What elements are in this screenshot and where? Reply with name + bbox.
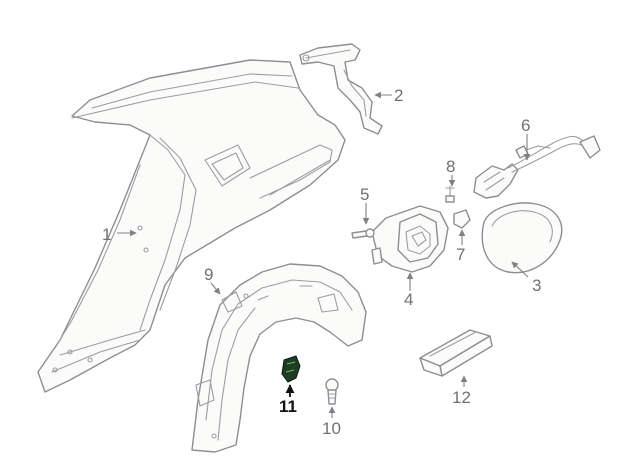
callout-label-3: 3	[532, 276, 541, 295]
callout-label-6: 6	[521, 116, 530, 135]
callout-label-9: 9	[204, 265, 213, 284]
callout-label-12: 12	[452, 388, 471, 407]
fuel-door-part	[481, 202, 563, 274]
leader-lines	[117, 91, 531, 418]
screw-part-5	[351, 228, 375, 239]
callout-label-1: 1	[102, 225, 111, 244]
clip-part-7	[453, 209, 471, 229]
screw-part-10	[325, 378, 339, 405]
callout-label-11: 11	[279, 397, 297, 416]
bolt-part-8	[445, 185, 455, 203]
callout-label-2: 2	[394, 86, 403, 105]
fuel-filler-housing-part	[371, 205, 449, 273]
clip-part-11-highlighted	[281, 355, 301, 383]
callout-label-8: 8	[446, 157, 455, 176]
callout-label-4: 4	[404, 290, 413, 309]
bracket-part	[299, 43, 383, 135]
callout-label-10: 10	[322, 419, 341, 438]
wheel-house-liner-part	[191, 263, 367, 453]
garnish-strip-part-12	[419, 329, 493, 377]
fuel-door-actuator-part	[473, 135, 601, 199]
callout-label-5: 5	[360, 185, 369, 204]
quarter-panel-part	[37, 59, 346, 393]
callout-label-7: 7	[456, 245, 465, 264]
